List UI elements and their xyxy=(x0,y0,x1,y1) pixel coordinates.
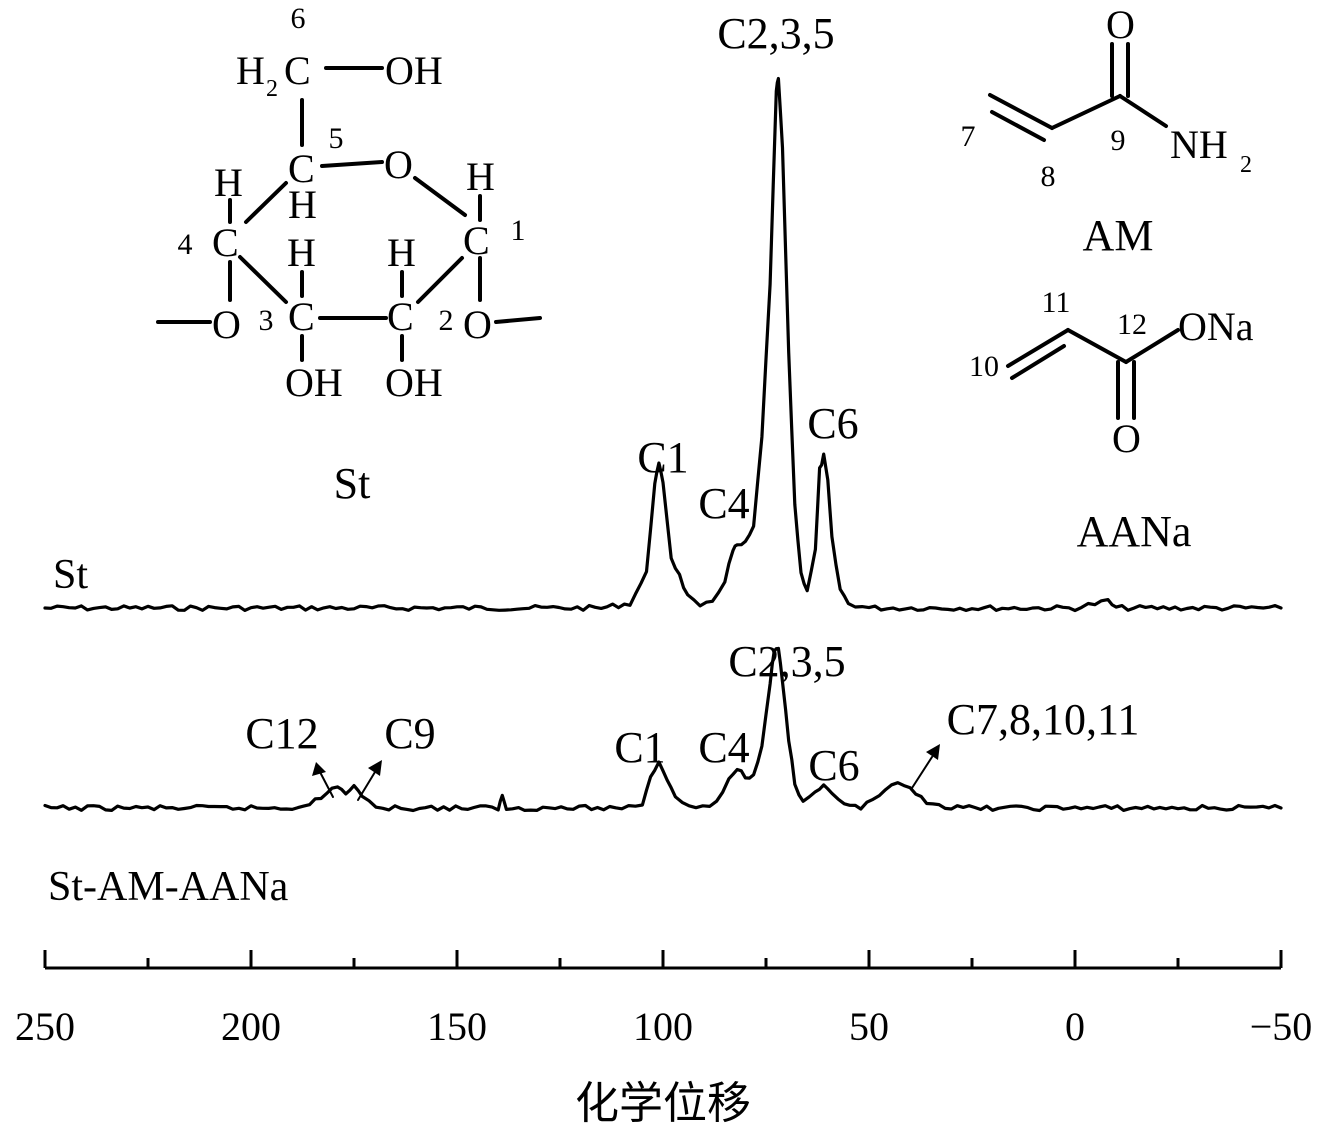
atom-label: C xyxy=(288,294,315,339)
atom-label: OH xyxy=(385,360,443,405)
atom-label: OH xyxy=(285,360,343,405)
arrow-c7-8-10-11 xyxy=(911,756,933,789)
atom-label: 11 xyxy=(1042,286,1071,319)
atom-label: H xyxy=(214,160,243,205)
bond xyxy=(1010,344,1066,380)
peak-label: C2,3,5 xyxy=(717,9,834,58)
atom-label: C xyxy=(387,294,414,339)
atom-label: H xyxy=(387,230,416,275)
atom-label: O xyxy=(212,302,241,347)
atom-label: 2 xyxy=(1240,152,1252,178)
peak-label: C2,3,5 xyxy=(728,637,845,686)
atom-label: OH xyxy=(385,48,443,93)
peak-label: C1 xyxy=(637,433,688,482)
arrowhead-c7-8-10-11 xyxy=(926,744,940,760)
atom-label: 12 xyxy=(1117,308,1147,341)
atom-label: 10 xyxy=(969,350,999,383)
peak-arrows xyxy=(312,744,940,801)
x-tick-label: −50 xyxy=(1250,1004,1313,1049)
x-tick-label: 250 xyxy=(15,1004,75,1049)
atom-label: C xyxy=(463,218,490,263)
atom-label: ONa xyxy=(1178,304,1254,349)
arrow-c9 xyxy=(357,771,376,801)
atom-label: C xyxy=(284,48,311,93)
atom-label: H xyxy=(466,154,495,199)
arrowhead-c9 xyxy=(368,760,382,776)
bond xyxy=(990,110,1046,142)
atom-label: H xyxy=(236,48,265,93)
atom-label: 3 xyxy=(259,304,274,337)
peak-label: C6 xyxy=(807,399,858,448)
atom-label: H xyxy=(288,182,317,227)
atom-label: O xyxy=(1112,416,1141,461)
am-structure: O 7 9 NH 2 8 AM xyxy=(961,2,1253,260)
atom-label: C xyxy=(288,146,315,191)
series-label-st-am-aana: St-AM-AANa xyxy=(48,864,289,910)
atom-label: 2 xyxy=(266,76,278,102)
bond xyxy=(1124,328,1180,364)
atom-label: H xyxy=(287,230,316,275)
series-line-st-am-aana xyxy=(43,646,1283,813)
atom-label: 7 xyxy=(961,120,976,153)
bond xyxy=(416,256,464,304)
spectra-series xyxy=(43,76,1283,813)
structure-name-st: St xyxy=(334,459,371,508)
peak-label: C4 xyxy=(698,479,749,528)
atom-label: O xyxy=(463,302,492,347)
atom-label: C xyxy=(212,220,239,265)
structure-name-aana: AANa xyxy=(1077,507,1192,556)
bond xyxy=(320,160,384,168)
bond xyxy=(494,316,542,324)
x-tick-label: 0 xyxy=(1065,1004,1085,1049)
aana-structure: 11 12 ONa 10 O AANa xyxy=(969,286,1254,556)
x-tick-label: 150 xyxy=(427,1004,487,1049)
atom-label: NH xyxy=(1170,122,1228,167)
atom-label: 4 xyxy=(178,228,193,261)
arrow-c12 xyxy=(319,771,334,798)
atom-label: 9 xyxy=(1111,124,1126,157)
arrowhead-c12 xyxy=(312,762,326,776)
bond xyxy=(413,176,467,217)
atom-label: 2 xyxy=(439,304,454,337)
bond xyxy=(988,93,1054,130)
peak-label: C7,8,10,11 xyxy=(947,695,1140,744)
atom-label: 5 xyxy=(329,122,344,155)
starch-structure: 6 H 2 C OH 5 C O H H H 4 C C 1 H H O 3 C… xyxy=(156,2,542,508)
x-tick-label: 50 xyxy=(849,1004,889,1049)
peak-label: C4 xyxy=(698,723,749,772)
series-label-st: St xyxy=(53,552,88,598)
bond xyxy=(238,255,288,304)
structure-name-am: AM xyxy=(1083,211,1154,260)
peak-label: C6 xyxy=(808,741,859,790)
peak-label: C1 xyxy=(614,723,665,772)
x-tick-label: 200 xyxy=(221,1004,281,1049)
bond xyxy=(1006,328,1070,368)
peak-label: C9 xyxy=(384,709,435,758)
atom-label: 1 xyxy=(511,214,526,247)
atom-label: 6 xyxy=(291,2,306,35)
bond xyxy=(1118,94,1168,128)
series-line-st xyxy=(43,76,1283,613)
x-axis-title: 化学位移 xyxy=(575,1078,751,1126)
x-tick-label: 100 xyxy=(633,1004,693,1049)
atom-label: O xyxy=(1106,2,1135,47)
bond xyxy=(1050,94,1122,130)
x-axis: 250 200 150 100 50 0 −50 化学位移 xyxy=(15,950,1312,1126)
peak-label: C12 xyxy=(245,709,318,758)
x-axis-ticks: 250 200 150 100 50 0 −50 xyxy=(15,950,1312,1049)
atom-label: 8 xyxy=(1041,160,1056,193)
bond xyxy=(244,181,288,224)
bond xyxy=(1066,328,1128,364)
atom-label: O xyxy=(384,142,413,187)
